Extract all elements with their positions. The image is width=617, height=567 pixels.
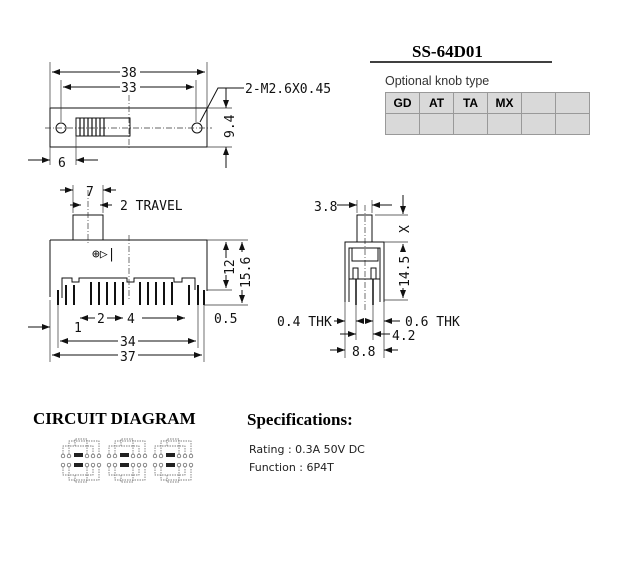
dim-9-4: 9.4: [223, 114, 238, 138]
thk-right: 0.6 THK: [405, 315, 460, 330]
dim-0-5: 0.5: [214, 312, 237, 327]
travel-label: 2 TRAVEL: [120, 199, 183, 214]
dim-37: 37: [120, 350, 136, 365]
knob-cell: [453, 113, 488, 135]
dim-8-8: 8.8: [352, 345, 375, 360]
specs-title: Specifications:: [247, 410, 353, 429]
dim-4-2: 4.2: [392, 329, 415, 344]
knob-gd: GD: [385, 92, 420, 114]
side-view: 3.8 X 14.5 0.4 THK 0.6 THK 4.2 8.8: [277, 195, 460, 360]
circuit-title: CIRCUIT DIAGRAM: [33, 409, 196, 428]
knob-cell: [385, 113, 420, 135]
dim-38: 38: [121, 66, 137, 81]
circuit-diagram: [60, 438, 194, 483]
knob-cell: [521, 113, 556, 135]
dim-2: 2: [97, 312, 105, 327]
part-number: SS-64D01: [412, 42, 483, 61]
knob-ta: TA: [453, 92, 488, 114]
dim-12: 12: [223, 259, 238, 275]
knob-empty: [555, 92, 590, 114]
knob-type-table: GD AT TA MX: [385, 92, 590, 135]
thk-left: 0.4 THK: [277, 315, 332, 330]
knob-empty: [521, 92, 556, 114]
dim-14-5: 14.5: [398, 256, 413, 287]
top-view: 38 33 6 9.4 2-M2.6X0.45: [28, 62, 331, 171]
dim-15-6: 15.6: [239, 257, 254, 288]
dim-6: 6: [58, 156, 66, 171]
knob-mx: MX: [487, 92, 522, 114]
switch-symbol: ⊕▷|: [92, 247, 115, 262]
dim-34: 34: [120, 335, 136, 350]
knob-cell: [487, 113, 522, 135]
dim-7: 7: [86, 185, 94, 200]
spec-function: Function : 6P4T: [249, 461, 334, 474]
knob-table-title: Optional knob type: [385, 74, 490, 88]
knob-cell: [419, 113, 454, 135]
pins: [57, 282, 205, 305]
dim-4: 4: [127, 312, 135, 327]
dim-33: 33: [121, 81, 137, 96]
front-view: 7 2 TRAVEL ⊕▷| 12 15.6 1 2 4 0.5 34 37: [28, 185, 254, 365]
dim-x: X: [398, 225, 413, 233]
spec-rating: Rating : 0.3A 50V DC: [249, 443, 365, 456]
knob-cell: [555, 113, 590, 135]
dim-1: 1: [74, 321, 82, 336]
knob-at: AT: [419, 92, 454, 114]
thread-callout: 2-M2.6X0.45: [245, 82, 331, 97]
dim-3-8: 3.8: [314, 200, 337, 215]
